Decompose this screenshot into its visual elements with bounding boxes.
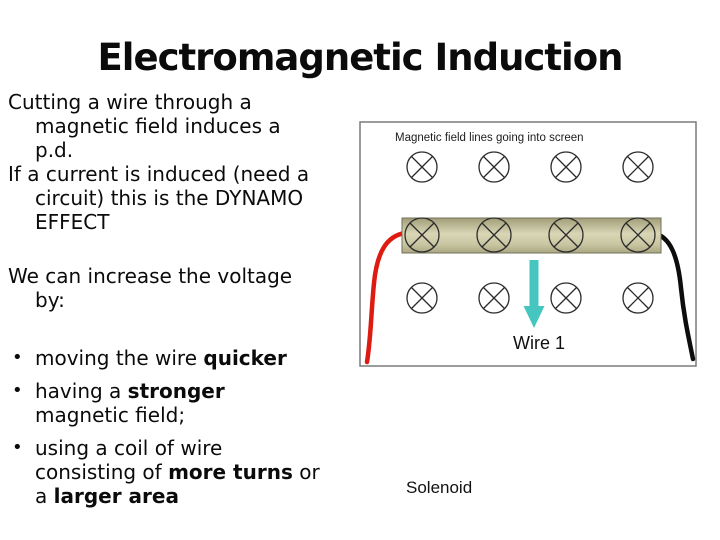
black-wire: [650, 230, 696, 362]
field-into-screen-symbol: [406, 282, 438, 314]
field-symbol-cross: [482, 155, 506, 179]
field-symbol-cross: [625, 222, 651, 248]
field-symbol-cross: [481, 222, 507, 248]
field-symbol-cross: [410, 155, 434, 179]
field-symbol-cross: [410, 286, 434, 310]
field-into-screen-symbol: [476, 217, 512, 253]
field-into-screen-symbol: [478, 282, 510, 314]
wire-label: Wire 1: [513, 333, 565, 353]
red-wire: [364, 230, 408, 365]
body-text-column: Cutting a wire through a magnetic field …: [8, 90, 320, 517]
bullet-item-coil-turns: • using a coil of wire consisting of mor…: [8, 436, 320, 508]
field-symbol-cross: [554, 155, 578, 179]
slide-title: Electromagnetic Induction: [97, 36, 624, 79]
bullet-list: • moving the wire quicker • having a str…: [8, 346, 320, 508]
field-symbol-cross: [554, 286, 578, 310]
bullet-text: moving the wire quicker: [35, 346, 287, 370]
field-into-screen-symbol: [622, 151, 654, 183]
field-into-screen-symbol: [478, 151, 510, 183]
motion-arrow-down-icon: [523, 260, 545, 328]
solenoid-label: Solenoid: [406, 478, 473, 497]
field-symbol-cross: [626, 286, 650, 310]
field-into-screen-symbol: [622, 282, 654, 314]
bullet-item-quicker: • moving the wire quicker: [8, 346, 320, 370]
bullet-item-stronger-field: • having a stronger magnetic field;: [8, 379, 320, 427]
field-into-screen-symbol: [548, 217, 584, 253]
paragraph-increase-voltage: We can increase the voltage by:: [8, 264, 293, 312]
bullet-text: having a stronger magnetic field;: [35, 379, 225, 427]
paragraph-dynamo-effect: If a current is induced (need a circuit)…: [8, 162, 310, 234]
bullet-icon: •: [12, 347, 23, 368]
field-into-screen-symbol: [404, 217, 440, 253]
bullet-text: using a coil of wire consisting of more …: [35, 436, 320, 508]
field-into-screen-symbols: [404, 151, 656, 314]
diagram-caption: Magnetic field lines going into screen: [395, 132, 584, 144]
field-into-screen-symbol: [620, 217, 656, 253]
field-symbol-cross: [482, 286, 506, 310]
field-symbol-cross: [626, 155, 650, 179]
field-symbol-cross: [409, 222, 435, 248]
field-into-screen-symbol: [550, 282, 582, 314]
field-into-screen-symbol: [406, 151, 438, 183]
field-into-screen-symbol: [550, 151, 582, 183]
magnetic-field-diagram: Magnetic field lines going into screen W…: [359, 121, 697, 367]
wire-rod: [401, 217, 662, 254]
field-symbol-cross: [553, 222, 579, 248]
paragraph-cutting-wire: Cutting a wire through a magnetic field …: [8, 90, 281, 162]
bullet-icon: •: [12, 380, 23, 401]
bullet-icon: •: [12, 437, 23, 458]
